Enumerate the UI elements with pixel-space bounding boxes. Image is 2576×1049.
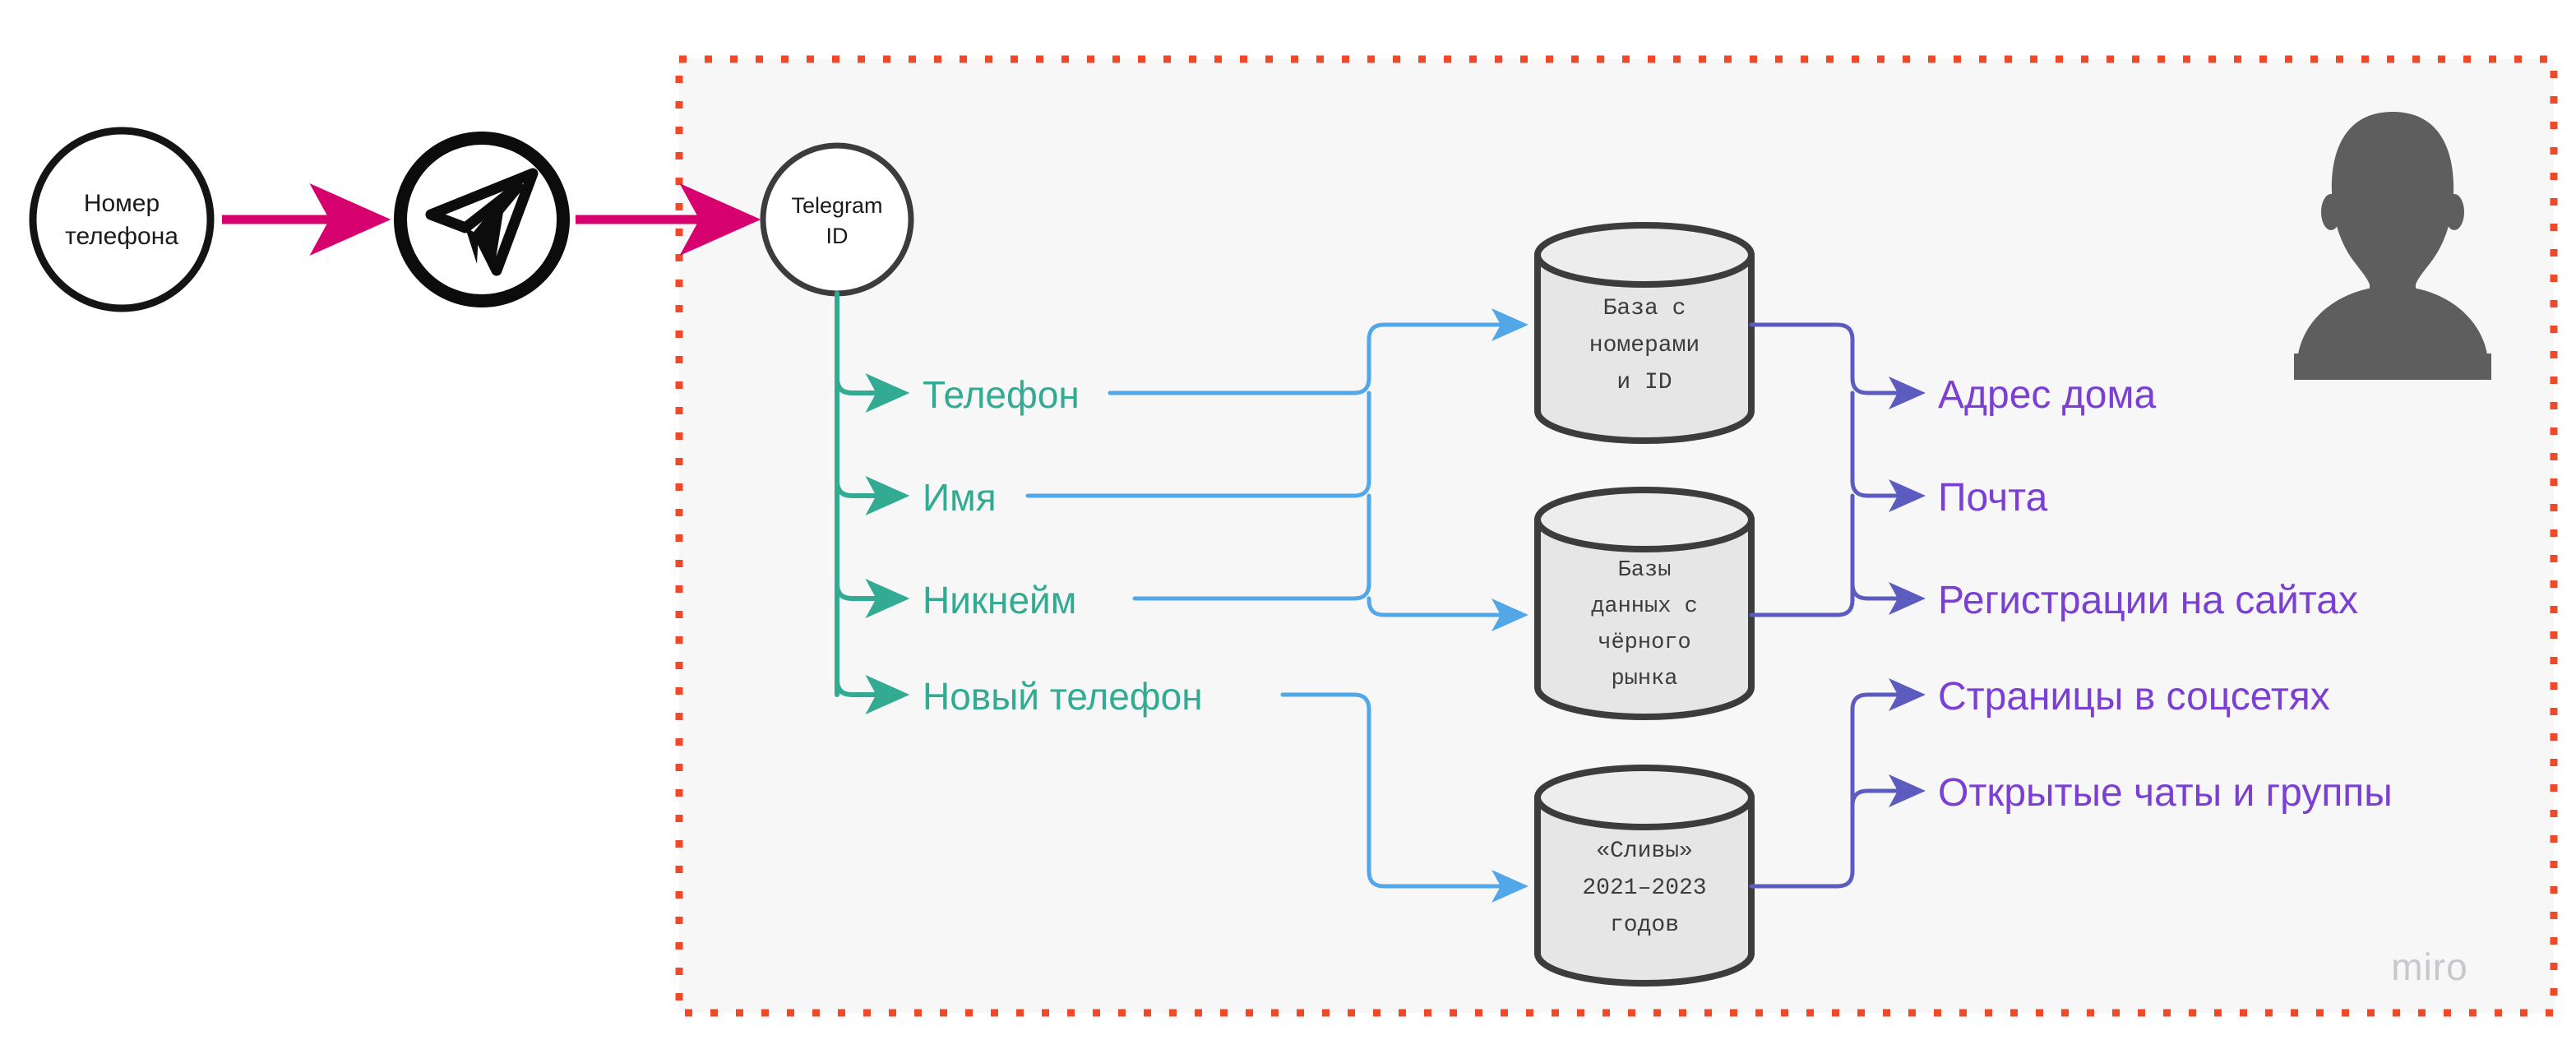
blue-from-telefon [1108, 308, 1529, 395]
green-branch-2 [835, 476, 910, 515]
db2-line2: данных с [1591, 594, 1698, 619]
db1-line2: номерами [1589, 333, 1700, 358]
db1-line1: База с [1603, 296, 1686, 321]
miro-watermark: miro [2391, 945, 2467, 988]
branch-label-nickname[interactable]: Никнейм [923, 579, 1076, 622]
db2-line1: Базы [1618, 558, 1672, 583]
telegram-id-circle-outline [760, 142, 914, 297]
node-telegram-app[interactable] [394, 132, 570, 307]
purple-from-db1 [1749, 322, 1926, 409]
panel-dotted-border [675, 55, 2558, 1017]
phone-number-label-line2: телефона [65, 223, 178, 250]
purple-trunk-to-registration [1850, 582, 1926, 615]
blue-trunk-to-db2 [1367, 596, 1529, 631]
purple-trunk-to-pochta [1850, 390, 1926, 512]
db1-top [1534, 222, 1755, 288]
branch-label-telefon[interactable]: Телефон [923, 373, 1080, 416]
output-label-site-registrations[interactable]: Регистрации на сайтах [1938, 579, 2358, 622]
person-silhouette-icon [2294, 112, 2491, 380]
db3-line3: годов [1610, 913, 1679, 938]
phone-circle-outline [29, 127, 215, 312]
db2-body [1534, 516, 1755, 720]
blue-connectors [1025, 308, 1529, 903]
db1-line3: и ID [1616, 370, 1672, 395]
blue-from-imya [1025, 390, 1371, 498]
blue-from-nickname [1132, 493, 1371, 601]
green-branch-3 [835, 579, 910, 618]
db3-line1: «Сливы» [1596, 839, 1693, 864]
output-label-address[interactable]: Адрес дома [1938, 373, 2156, 417]
db3-body [1534, 794, 1755, 987]
database-cylinder-1[interactable]: База с номерами и ID [1534, 222, 1755, 444]
purple-connectors [1749, 322, 1926, 889]
green-branch-1 [835, 373, 910, 413]
branch-label-new-phone[interactable]: Новый телефон [923, 675, 1203, 718]
telegram-paper-plane-icon [425, 168, 539, 276]
database-cylinder-3[interactable]: «Сливы» 2021–2023 годов [1534, 765, 1755, 987]
db2-line3: чёрного [1598, 631, 1690, 655]
phone-number-label-line1: Номер [84, 190, 160, 217]
output-label-social-pages[interactable]: Страницы в соцсетях [1938, 675, 2330, 719]
db3-top [1534, 765, 1755, 830]
node-telegram-id[interactable]: Telegram ID [760, 142, 914, 297]
db1-body [1534, 252, 1755, 444]
database-cylinder-2[interactable]: Базы данных с чёрного рынка [1534, 487, 1755, 720]
green-branch-4 [835, 675, 910, 714]
db2-top [1534, 487, 1755, 552]
blue-from-new-phone [1280, 692, 1529, 903]
telegram-id-label-line1: Telegram [791, 193, 882, 218]
db2-line4: рынка [1611, 667, 1677, 691]
output-label-mail[interactable]: Почта [1938, 476, 2048, 520]
branch-label-imya[interactable]: Имя [923, 476, 997, 519]
output-label-open-chats[interactable]: Открытые чаты и группы [1938, 771, 2393, 815]
telegram-id-label-line2: ID [826, 224, 849, 248]
green-branch-connectors [835, 291, 910, 714]
db3-line2: 2021–2023 [1582, 876, 1706, 901]
node-phone-number[interactable]: Номер телефона [29, 127, 215, 312]
